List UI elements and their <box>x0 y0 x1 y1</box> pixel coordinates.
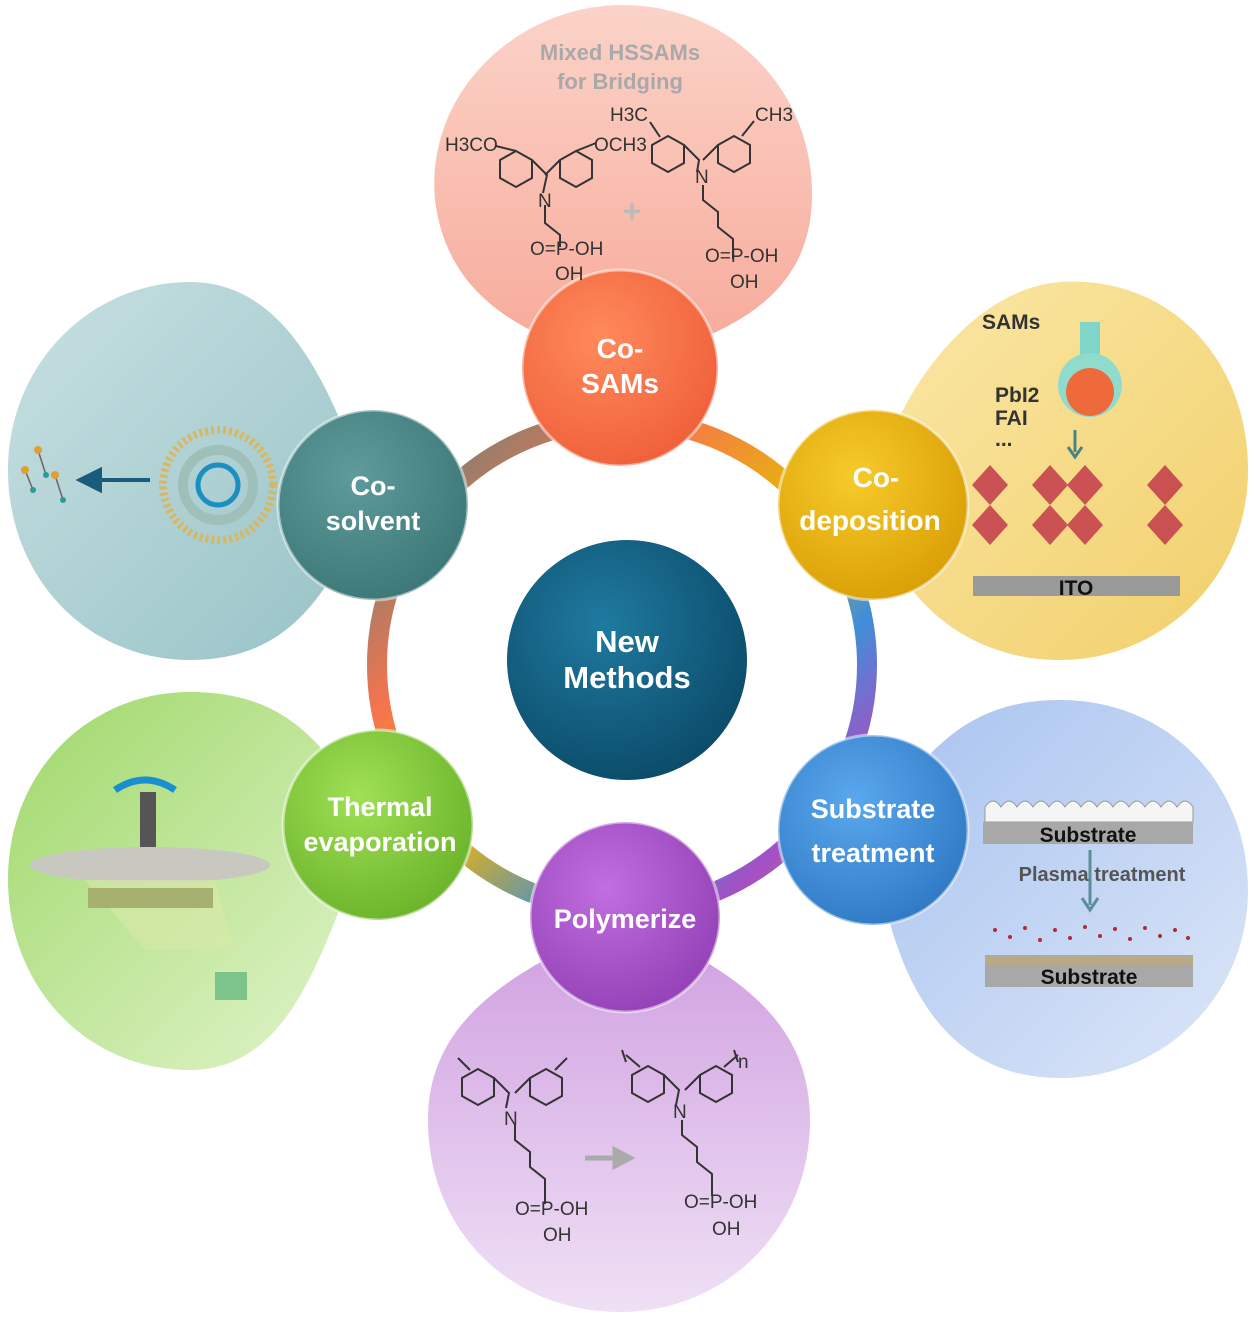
polymerize-panel: N O=P-OH OH n N O=P-OH OH <box>457 1049 757 1246</box>
co-sams-blob <box>434 5 813 370</box>
micelle-core <box>195 462 241 508</box>
substrate-panel: Substrate Plasma treatment Substrate <box>983 800 1194 989</box>
phosphonic-label: O=P-OH <box>530 239 603 260</box>
substrate-bottom-label: Substrate <box>1041 966 1138 989</box>
substrate-treatment-line1: Substrate <box>811 794 936 824</box>
right-arrow-icon <box>585 1145 636 1171</box>
thermal-evaporation-line1: Thermal <box>327 792 432 822</box>
perovskite-octahedra <box>972 465 1183 545</box>
substrate-top-layer <box>983 822 1193 844</box>
plus-sign: + <box>623 193 642 229</box>
center-node[interactable]: New Methods <box>507 540 747 780</box>
center-label-line1: New <box>595 624 660 659</box>
node-co-solvent[interactable]: Co- solvent <box>276 408 470 602</box>
substrate-treatment-line2: treatment <box>811 838 934 868</box>
micelle-outer <box>159 426 277 544</box>
evaporation-source <box>215 972 247 1000</box>
ito-layer <box>973 576 1180 596</box>
flask-icon <box>1058 322 1122 417</box>
rotation-shaft <box>140 792 156 847</box>
plasma-particles <box>993 925 1190 942</box>
center-label-line2: Methods <box>563 660 690 695</box>
thermal-evaporation-line2: evaporation <box>303 827 456 857</box>
substrate-holder-disk <box>30 847 270 883</box>
fai-label: FAI <box>995 407 1028 430</box>
pbi2-label: PbI2 <box>995 384 1039 407</box>
phosphonic-label-3: O=P-OH <box>515 1199 588 1220</box>
micelle-inner <box>178 445 258 525</box>
nitrogen-label-4: N <box>673 1102 687 1123</box>
polymerize-blob <box>428 917 810 1312</box>
node-polymerize[interactable]: Polymerize <box>528 820 722 1014</box>
co-solvent-line1: Co- <box>351 471 396 501</box>
co-deposition-panel: SAMs PbI2 FAI ... ITO <box>972 311 1183 600</box>
co-sams-line2: SAMs <box>581 368 659 399</box>
sams-label: SAMs <box>982 311 1040 334</box>
co-sams-title-1: Mixed HSSAMs <box>540 40 700 65</box>
plasma-treatment-label: Plasma treatment <box>1019 864 1186 886</box>
substrate-surface-rough <box>984 800 1194 823</box>
rotation-arrow-icon <box>113 776 177 793</box>
nitrogen-label-3: N <box>504 1109 518 1130</box>
methyl-carbazole-structure: H3C CH3 N O=P-OH OH <box>610 105 793 293</box>
substrate-bottom-layer <box>985 965 1193 987</box>
substrate-top-label: Substrate <box>1040 824 1137 847</box>
monomer-structure: N O=P-OH OH <box>457 1057 588 1246</box>
oh-label-2: OH <box>730 272 759 293</box>
sub-h3c: H3C <box>610 105 648 126</box>
sub-ch3: CH3 <box>755 105 793 126</box>
node-co-sams[interactable]: Co- SAMs <box>520 268 720 468</box>
co-deposition-blob <box>873 281 1248 660</box>
sub-och3-label: OCH3 <box>594 135 647 156</box>
oh-label-4: OH <box>712 1219 741 1240</box>
node-co-deposition[interactable]: Co- deposition <box>776 408 970 602</box>
oh-label: OH <box>555 264 584 285</box>
co-sams-line1: Co- <box>597 333 644 364</box>
polymer-structure: n N O=P-OH OH <box>621 1049 757 1240</box>
ellipsis-label: ... <box>995 428 1013 451</box>
repeat-n-label: n <box>738 1052 749 1073</box>
oh-label-3: OH <box>543 1225 572 1246</box>
released-molecules <box>21 446 66 503</box>
sample-substrate <box>88 888 213 908</box>
co-sams-panel: Mixed HSSAMs for Bridging H3CO CH3 OCH3 … <box>445 40 793 293</box>
down-arrow-icon <box>1066 430 1084 460</box>
co-solvent-line2: solvent <box>326 506 421 536</box>
polymerize-label: Polymerize <box>554 904 697 934</box>
co-deposition-line1: Co- <box>853 462 900 493</box>
node-thermal-evaporation[interactable]: Thermal evaporation <box>281 728 475 922</box>
ito-label: ITO <box>1059 577 1094 600</box>
co-deposition-line2: deposition <box>799 505 941 536</box>
down-arrow-icon <box>1080 850 1100 913</box>
node-substrate-treatment[interactable]: Substrate treatment <box>776 733 970 927</box>
methoxy-carbazole-structure: H3CO CH3 OCH3 N O=P-OH OH <box>445 135 647 285</box>
sub-h3co: H3CO <box>445 135 498 156</box>
thermal-evaporation-panel <box>30 776 270 1000</box>
nitrogen-label-2: N <box>695 167 709 188</box>
phosphonic-label-4: O=P-OH <box>684 1192 757 1213</box>
phosphonic-label-2: O=P-OH <box>705 246 778 267</box>
nitrogen-label: N <box>538 191 552 212</box>
substrate-treated-surface <box>985 955 1193 965</box>
co-solvent-panel <box>21 426 277 544</box>
left-arrow-icon <box>75 466 150 494</box>
co-sams-title-2: for Bridging <box>557 69 683 94</box>
